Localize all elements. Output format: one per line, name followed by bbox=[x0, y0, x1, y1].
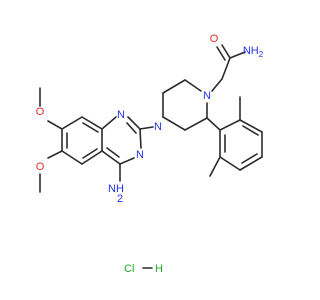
bond-ph-inner-2 bbox=[241, 153, 258, 164]
label-quinazoline-n1: N bbox=[117, 109, 125, 121]
bond-ch2-n bbox=[211, 78, 223, 92]
label-quinazoline-n3: N bbox=[136, 149, 144, 161]
bond-ph-inner-1 bbox=[242, 125, 259, 136]
bond-pip-5 bbox=[184, 117, 208, 131]
bond-pyr-6 bbox=[139, 128, 142, 149]
bond-carbonyl-ch2 bbox=[221, 57, 231, 80]
bond-methyl-bottom bbox=[209, 156, 221, 177]
label-amide-nh2: NH2 bbox=[243, 45, 264, 59]
bond-ph-4 bbox=[239, 156, 263, 171]
label-amide-o: O bbox=[210, 33, 219, 45]
bond-pyr-2 bbox=[101, 116, 117, 130]
bond-ar-o-top bbox=[47, 120, 63, 130]
label-salt-h: H bbox=[155, 263, 163, 275]
bond-ph-2 bbox=[239, 119, 263, 133]
bond-benzo-inner-1 bbox=[82, 122, 99, 133]
label-amino-nh2-sub: 2 bbox=[117, 193, 123, 205]
label-amino-nh2: NH bbox=[108, 183, 124, 195]
chemical-structure: O NH2 N N N N NH 2 O O Cl H bbox=[36, 33, 264, 275]
bond-pip-aryl bbox=[206, 117, 221, 131]
bond-benzo-1 bbox=[81, 116, 103, 130]
bond-ph-1 bbox=[219, 119, 241, 131]
bond-pyr-4 bbox=[101, 150, 121, 165]
bond-ph-5 bbox=[219, 156, 241, 171]
bond-c-o-double-1 bbox=[221, 44, 231, 59]
label-piperazine-n-top: N bbox=[203, 90, 211, 102]
bond-benzo-2 bbox=[61, 116, 83, 130]
label-piperazine-n-left: N bbox=[154, 121, 162, 133]
bond-pyr-1 bbox=[127, 116, 141, 130]
bond-benzo-5 bbox=[81, 150, 103, 165]
bonds bbox=[39, 44, 263, 269]
bond-c-nh2 bbox=[229, 51, 246, 59]
bond-pip-1 bbox=[184, 79, 202, 92]
bond-benzo-4 bbox=[61, 150, 83, 165]
bond-pyr-inner-2 bbox=[106, 147, 120, 158]
bond-benzo-inner-3 bbox=[82, 148, 98, 159]
bond-pip-2 bbox=[162, 79, 186, 94]
label-salt-cl: Cl bbox=[124, 263, 134, 275]
label-methoxy-o-top: O bbox=[36, 106, 45, 118]
bond-ar-o-bottom bbox=[47, 150, 63, 159]
bond-pyr-inner-1 bbox=[126, 122, 137, 134]
label-methoxy-o-bottom: O bbox=[36, 161, 45, 173]
bond-pyr-5 bbox=[119, 157, 135, 165]
bond-c-o-double-2 bbox=[216, 46, 226, 61]
bond-pip-quin bbox=[139, 126, 154, 130]
atom-labels: O NH2 N N N N NH 2 O O Cl H bbox=[36, 33, 264, 275]
bond-pip-4 bbox=[162, 116, 186, 131]
